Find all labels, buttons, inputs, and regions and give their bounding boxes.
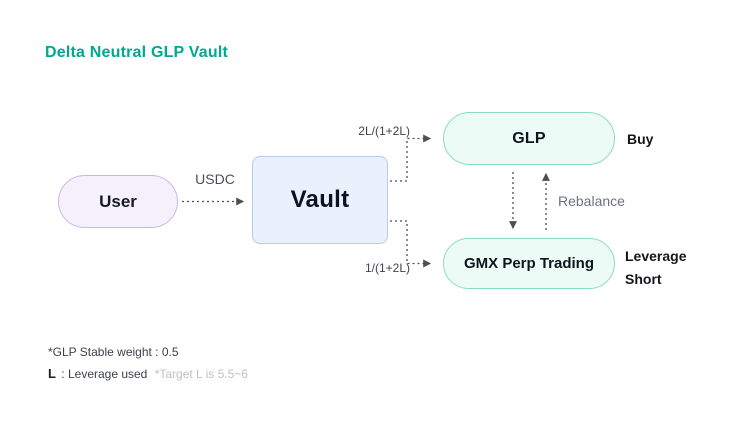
user-node-label: User (99, 191, 137, 211)
to-glp-ratio-label: 2L/(1+2L) (358, 124, 410, 138)
gmx-node-label: GMX Perp Trading (463, 255, 595, 272)
leverage-description: : Leverage used (61, 367, 148, 381)
usdc-edge-label: USDC (195, 171, 235, 187)
to-gmx-ratio-label: 1/(1+2L) (364, 261, 410, 275)
vault-node-label: Vault (290, 186, 350, 213)
footnotes: *GLP Stable weight : 0.5 L : Leverage us… (48, 345, 248, 388)
leverage-footnote: L : Leverage used *Target L is 5.5~6 (48, 366, 248, 381)
vault-node: Vault (252, 156, 388, 244)
glp-weight-footnote: *GLP Stable weight : 0.5 (48, 345, 179, 359)
gmx-perp-trading-node: GMX Perp Trading (443, 238, 615, 289)
leverage-short-annotation: Leverage Short (625, 245, 686, 291)
glp-node-label: GLP (512, 129, 546, 147)
rebalance-label: Rebalance (558, 193, 625, 209)
user-node: User (58, 175, 178, 228)
glp-node: GLP (443, 112, 615, 165)
leverage-short-line2: Short (625, 271, 662, 287)
leverage-term: L (48, 366, 56, 381)
buy-annotation: Buy (627, 131, 654, 147)
vault-to-glp-arrow (390, 134, 432, 182)
leverage-target-note: *Target L is 5.5~6 (154, 367, 248, 381)
vault-to-gmx-arrow (390, 220, 432, 268)
diagram-title: Delta Neutral GLP Vault (45, 44, 229, 61)
leverage-short-line1: Leverage (625, 248, 687, 264)
